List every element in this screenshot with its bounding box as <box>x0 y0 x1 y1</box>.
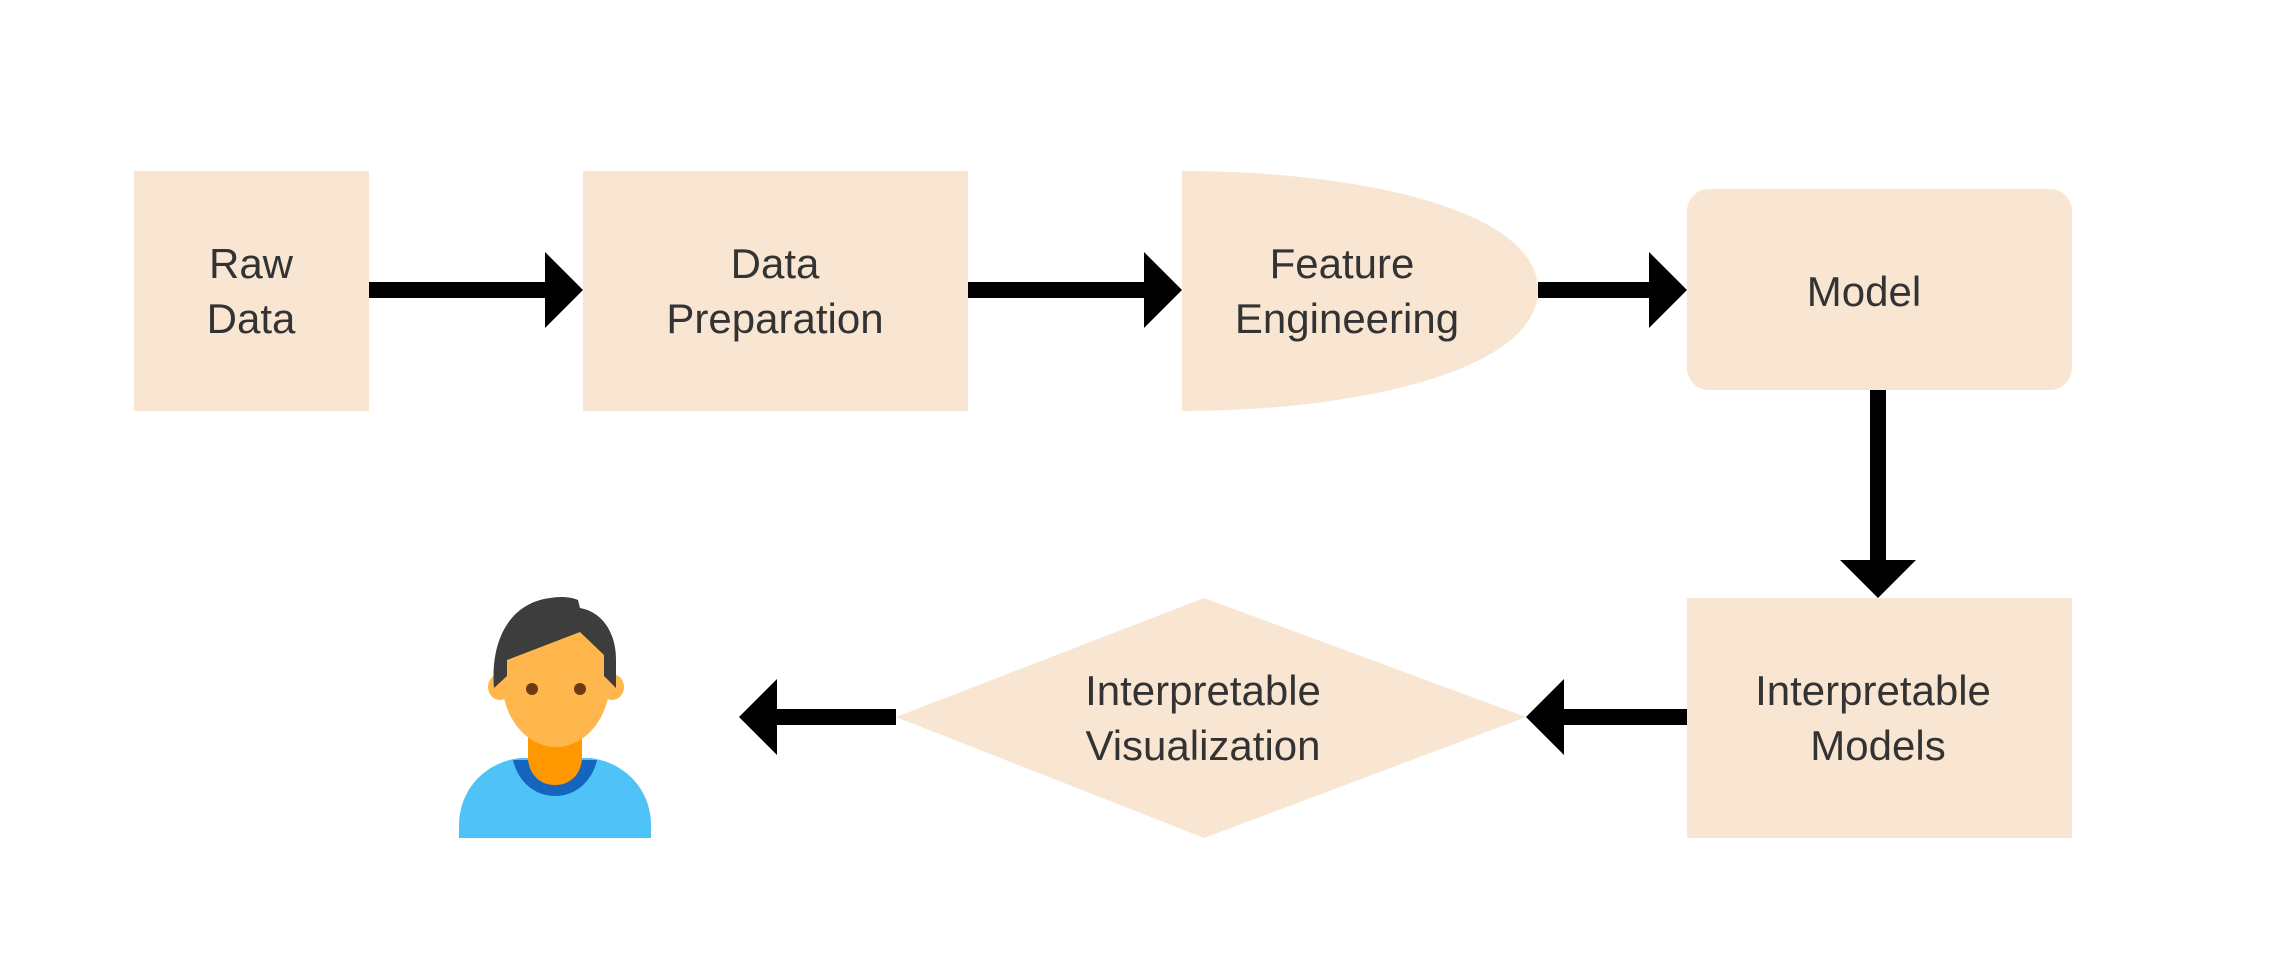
interpretable-models-label-line1: Interpretable <box>1755 667 1991 714</box>
user-eye-right <box>574 683 586 695</box>
raw-data-label-line1: Raw <box>209 240 294 287</box>
interpretable-visualization-label-line1: Interpretable <box>1085 667 1321 714</box>
user-eye-left <box>526 683 538 695</box>
feature-engineering-label-line2: Engineering <box>1235 295 1459 342</box>
arrow-head <box>545 252 583 328</box>
arrow-feature-to-model <box>1538 252 1687 328</box>
node-raw-data: Raw Data <box>134 171 369 411</box>
node-data-preparation: Data Preparation <box>583 171 968 411</box>
node-feature-engineering: Feature Engineering <box>1182 171 1538 411</box>
arrow-model-to-interpretable-models <box>1840 390 1916 598</box>
arrow-head <box>1144 252 1182 328</box>
node-interpretable-models: Interpretable Models <box>1687 598 2072 838</box>
arrow-raw-to-preparation <box>369 252 583 328</box>
user-icon <box>459 596 651 838</box>
interpretable-models-label-line2: Models <box>1810 722 1945 769</box>
node-interpretable-visualization: Interpretable Visualization <box>896 598 1526 838</box>
arrow-models-to-visualization <box>1526 679 1687 755</box>
interpretable-models-box <box>1687 598 2072 838</box>
arrow-preparation-to-feature <box>968 252 1182 328</box>
arrow-visualization-to-user <box>739 679 896 755</box>
interpretable-visualization-diamond <box>896 598 1526 838</box>
model-label: Model <box>1807 268 1921 315</box>
arrow-head <box>1526 679 1564 755</box>
node-model: Model <box>1687 189 2072 390</box>
feature-engineering-shape <box>1182 171 1538 411</box>
raw-data-box <box>134 171 369 411</box>
interpretable-visualization-label-line2: Visualization <box>1085 722 1320 769</box>
data-preparation-box <box>583 171 968 411</box>
feature-engineering-label-line1: Feature <box>1270 240 1415 287</box>
data-preparation-label-line2: Preparation <box>666 295 883 342</box>
arrow-head <box>739 679 777 755</box>
user-shirt <box>459 758 651 838</box>
model-box <box>1687 189 2072 390</box>
raw-data-label-line2: Data <box>207 295 296 342</box>
data-preparation-label-line1: Data <box>731 240 820 287</box>
user-hair <box>493 596 616 688</box>
arrow-head <box>1840 560 1916 598</box>
arrow-head <box>1649 252 1687 328</box>
